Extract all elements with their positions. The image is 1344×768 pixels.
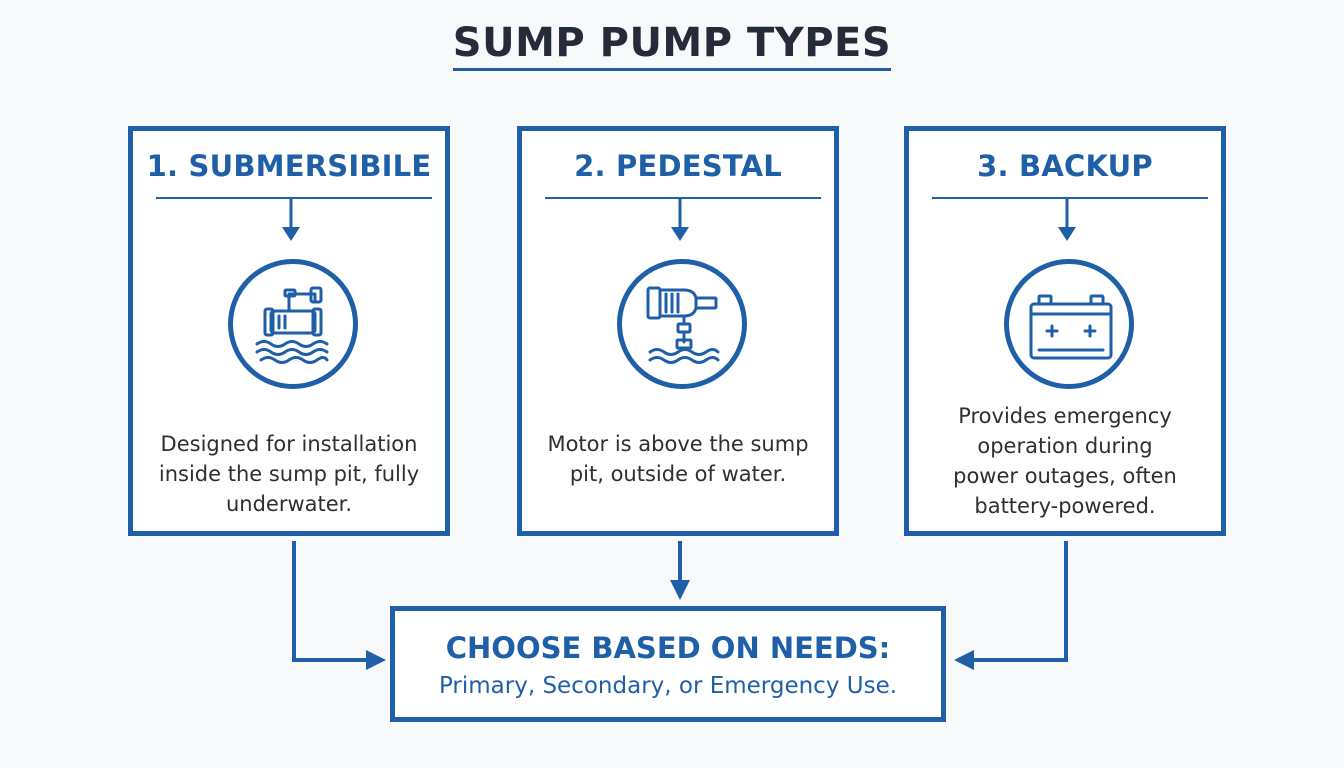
connector-submersible	[292, 541, 368, 662]
down-arrow-icon	[1058, 199, 1076, 241]
page-title-text: SUMP PUMP TYPES	[452, 18, 892, 71]
pedestal-pump-icon	[646, 286, 720, 364]
card-description: Designed for installation inside the sum…	[158, 432, 420, 516]
card-pedestal: 2. PEDESTAL Motor is above the sump pit,…	[517, 126, 839, 536]
card-title: 1. SUBMERSIBILE	[146, 149, 432, 183]
card-title: 2. PEDESTAL	[574, 149, 782, 183]
card-title: 3. BACKUP	[977, 149, 1153, 183]
card-description: Provides emergency operation during powe…	[953, 404, 1177, 518]
connector-backup	[972, 541, 1068, 662]
icon-circle	[228, 259, 358, 389]
arrowhead-down-icon	[670, 580, 690, 600]
icon-circle	[617, 259, 747, 389]
card-description: Motor is above the sump pit, outside of …	[547, 432, 809, 486]
card-divider	[932, 197, 1208, 199]
decision-box: CHOOSE BASED ON NEEDS: Primary, Secondar…	[390, 606, 946, 722]
down-arrow-icon	[671, 199, 689, 241]
card-submersible: 1. SUBMERSIBILE Designed for installatio…	[128, 126, 450, 536]
card-divider	[156, 197, 432, 199]
arrowhead-right-icon	[366, 650, 386, 670]
arrowhead-left-icon	[954, 650, 974, 670]
card-divider	[545, 197, 821, 199]
page-title: SUMP PUMP TYPES	[0, 18, 1344, 71]
card-backup: 3. BACKUP Provides emergency operation d…	[904, 126, 1226, 536]
decision-title: CHOOSE BASED ON NEEDS:	[445, 631, 891, 665]
icon-circle	[1004, 259, 1134, 389]
battery-icon	[1029, 294, 1113, 360]
down-arrow-icon	[282, 199, 300, 241]
submersible-pump-icon	[255, 286, 329, 364]
decision-subtitle: Primary, Secondary, or Emergency Use.	[438, 673, 898, 699]
